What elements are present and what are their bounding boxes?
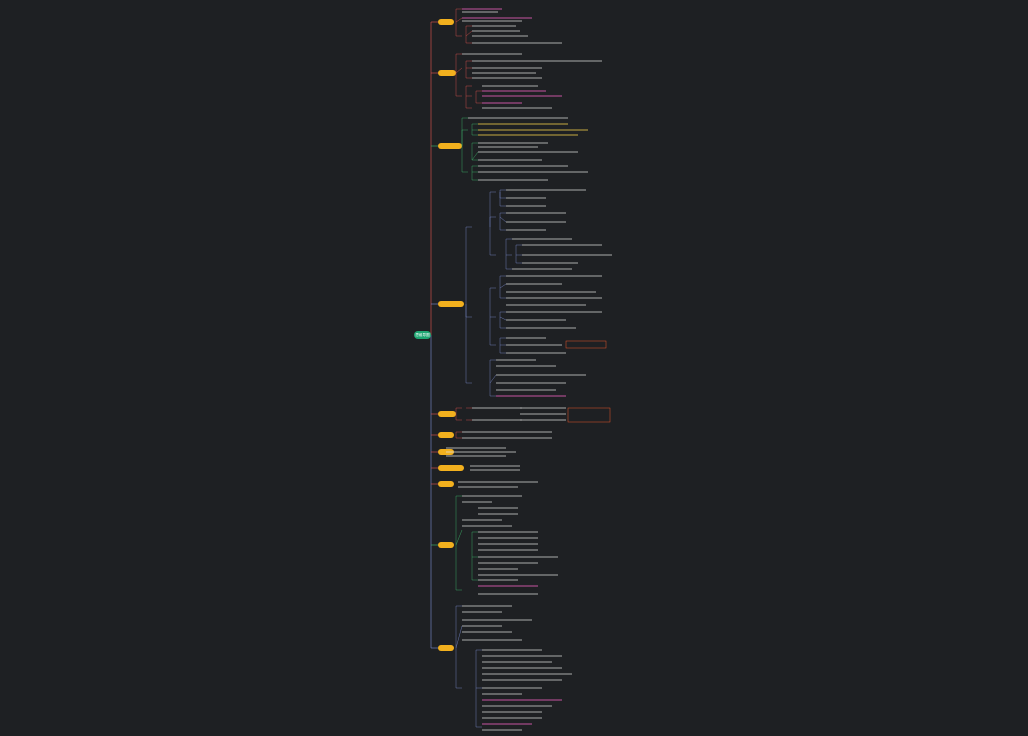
category-node-5[interactable] xyxy=(438,411,456,417)
category-nodes xyxy=(438,19,464,651)
category-node-6[interactable] xyxy=(438,432,454,438)
alert-box-1 xyxy=(565,340,607,349)
category-node-1[interactable] xyxy=(438,19,454,25)
alert-boxes xyxy=(565,340,611,423)
trunk-lines xyxy=(430,21,438,649)
root-label: 思维导图 xyxy=(415,332,430,337)
category-node-2[interactable] xyxy=(438,70,456,76)
category-node-3[interactable] xyxy=(438,143,462,149)
leaf-text-lines xyxy=(446,8,612,731)
category-node-8[interactable] xyxy=(438,465,464,471)
branch-lines xyxy=(455,8,522,728)
category-node-4[interactable] xyxy=(438,301,464,307)
alert-box-2 xyxy=(567,407,611,423)
category-node-11[interactable] xyxy=(438,645,454,651)
category-node-10[interactable] xyxy=(438,542,454,548)
root-node[interactable]: 思维导图 xyxy=(414,331,431,339)
category-node-9[interactable] xyxy=(438,481,454,487)
